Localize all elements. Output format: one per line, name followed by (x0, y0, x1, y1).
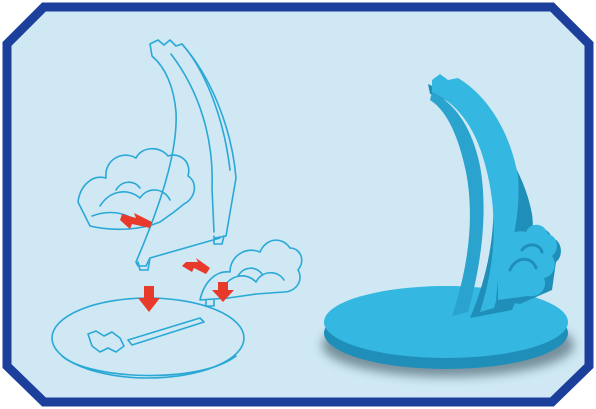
assembly-diagram (0, 0, 596, 409)
